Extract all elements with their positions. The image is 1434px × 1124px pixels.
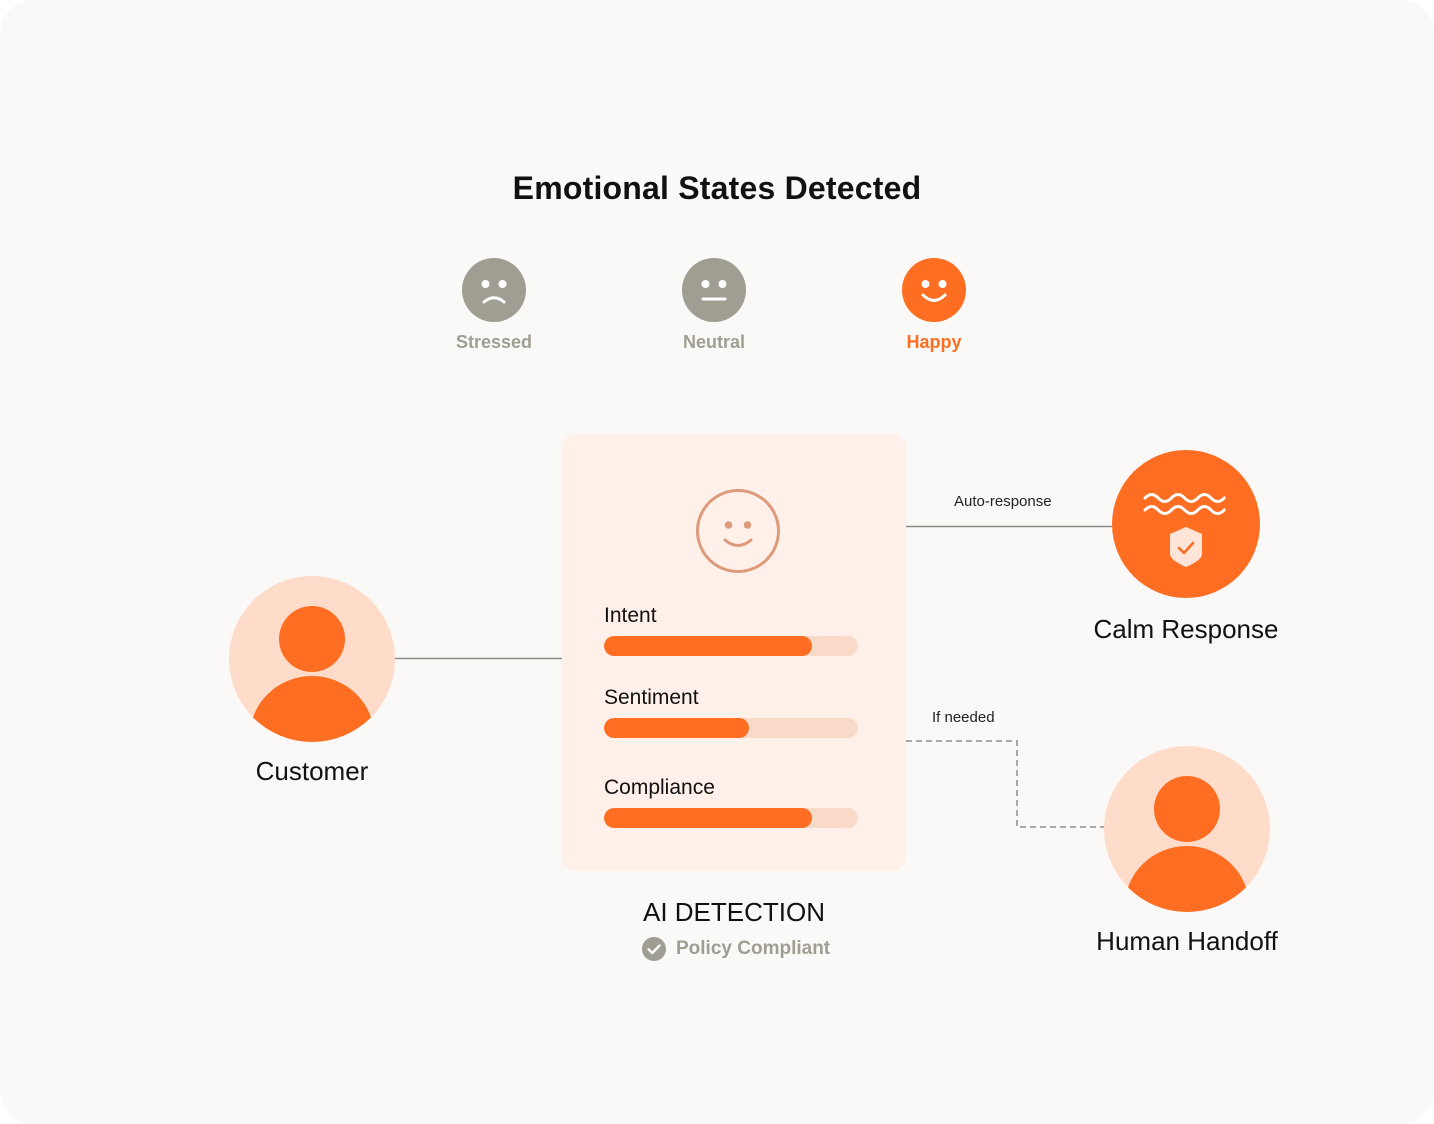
metric-bar-fill [604, 718, 749, 738]
metric-intent: Intent [604, 604, 858, 656]
emotion-label: Stressed [455, 332, 533, 352]
user-icon [229, 576, 395, 742]
ai-detection-panel: Intent Sentiment Compliance [562, 434, 906, 871]
policy-status: Policy Compliant [642, 936, 830, 962]
auto-response-label: Auto-response [954, 493, 1052, 510]
diagram-title: Emotional States Detected [512, 170, 922, 206]
metric-compliance: Compliance [604, 776, 858, 828]
metric-label: Sentiment [604, 686, 699, 709]
user-icon [1104, 746, 1270, 912]
metric-label: Compliance [604, 776, 715, 799]
emotion-label: Neutral [682, 332, 745, 352]
emotion-happy: Happy [854, 258, 1014, 353]
emotion-neutral: Neutral [634, 258, 794, 353]
check-circle-icon [642, 937, 666, 961]
sad-face-icon [462, 258, 526, 322]
metric-label: Intent [604, 604, 657, 627]
human-handoff-node: Human Handoff [1077, 746, 1297, 957]
metric-bar [604, 808, 858, 828]
happy-face-icon [696, 489, 780, 573]
human-handoff-label: Human Handoff [1096, 926, 1278, 956]
neutral-face-icon [682, 258, 746, 322]
calm-response-label: Calm Response [1093, 614, 1279, 644]
calm-response-node: Calm Response [1076, 450, 1296, 645]
ai-detection-caption: AI DETECTION [642, 897, 825, 927]
customer-label: Customer [255, 756, 369, 786]
emotion-label: Happy [906, 332, 962, 352]
happy-face-icon [902, 258, 966, 322]
metric-bar [604, 718, 858, 738]
handoff-dashed-line [906, 740, 1104, 828]
if-needed-label: If needed [932, 709, 995, 726]
metric-sentiment: Sentiment [604, 686, 858, 738]
policy-label: Policy Compliant [676, 938, 831, 959]
metric-bar [604, 636, 858, 656]
emotion-stressed: Stressed [414, 258, 574, 353]
customer-node: Customer [212, 576, 412, 787]
metric-bar-fill [604, 808, 813, 828]
metric-bar-fill [604, 636, 813, 656]
calm-shield-icon [1112, 450, 1260, 598]
